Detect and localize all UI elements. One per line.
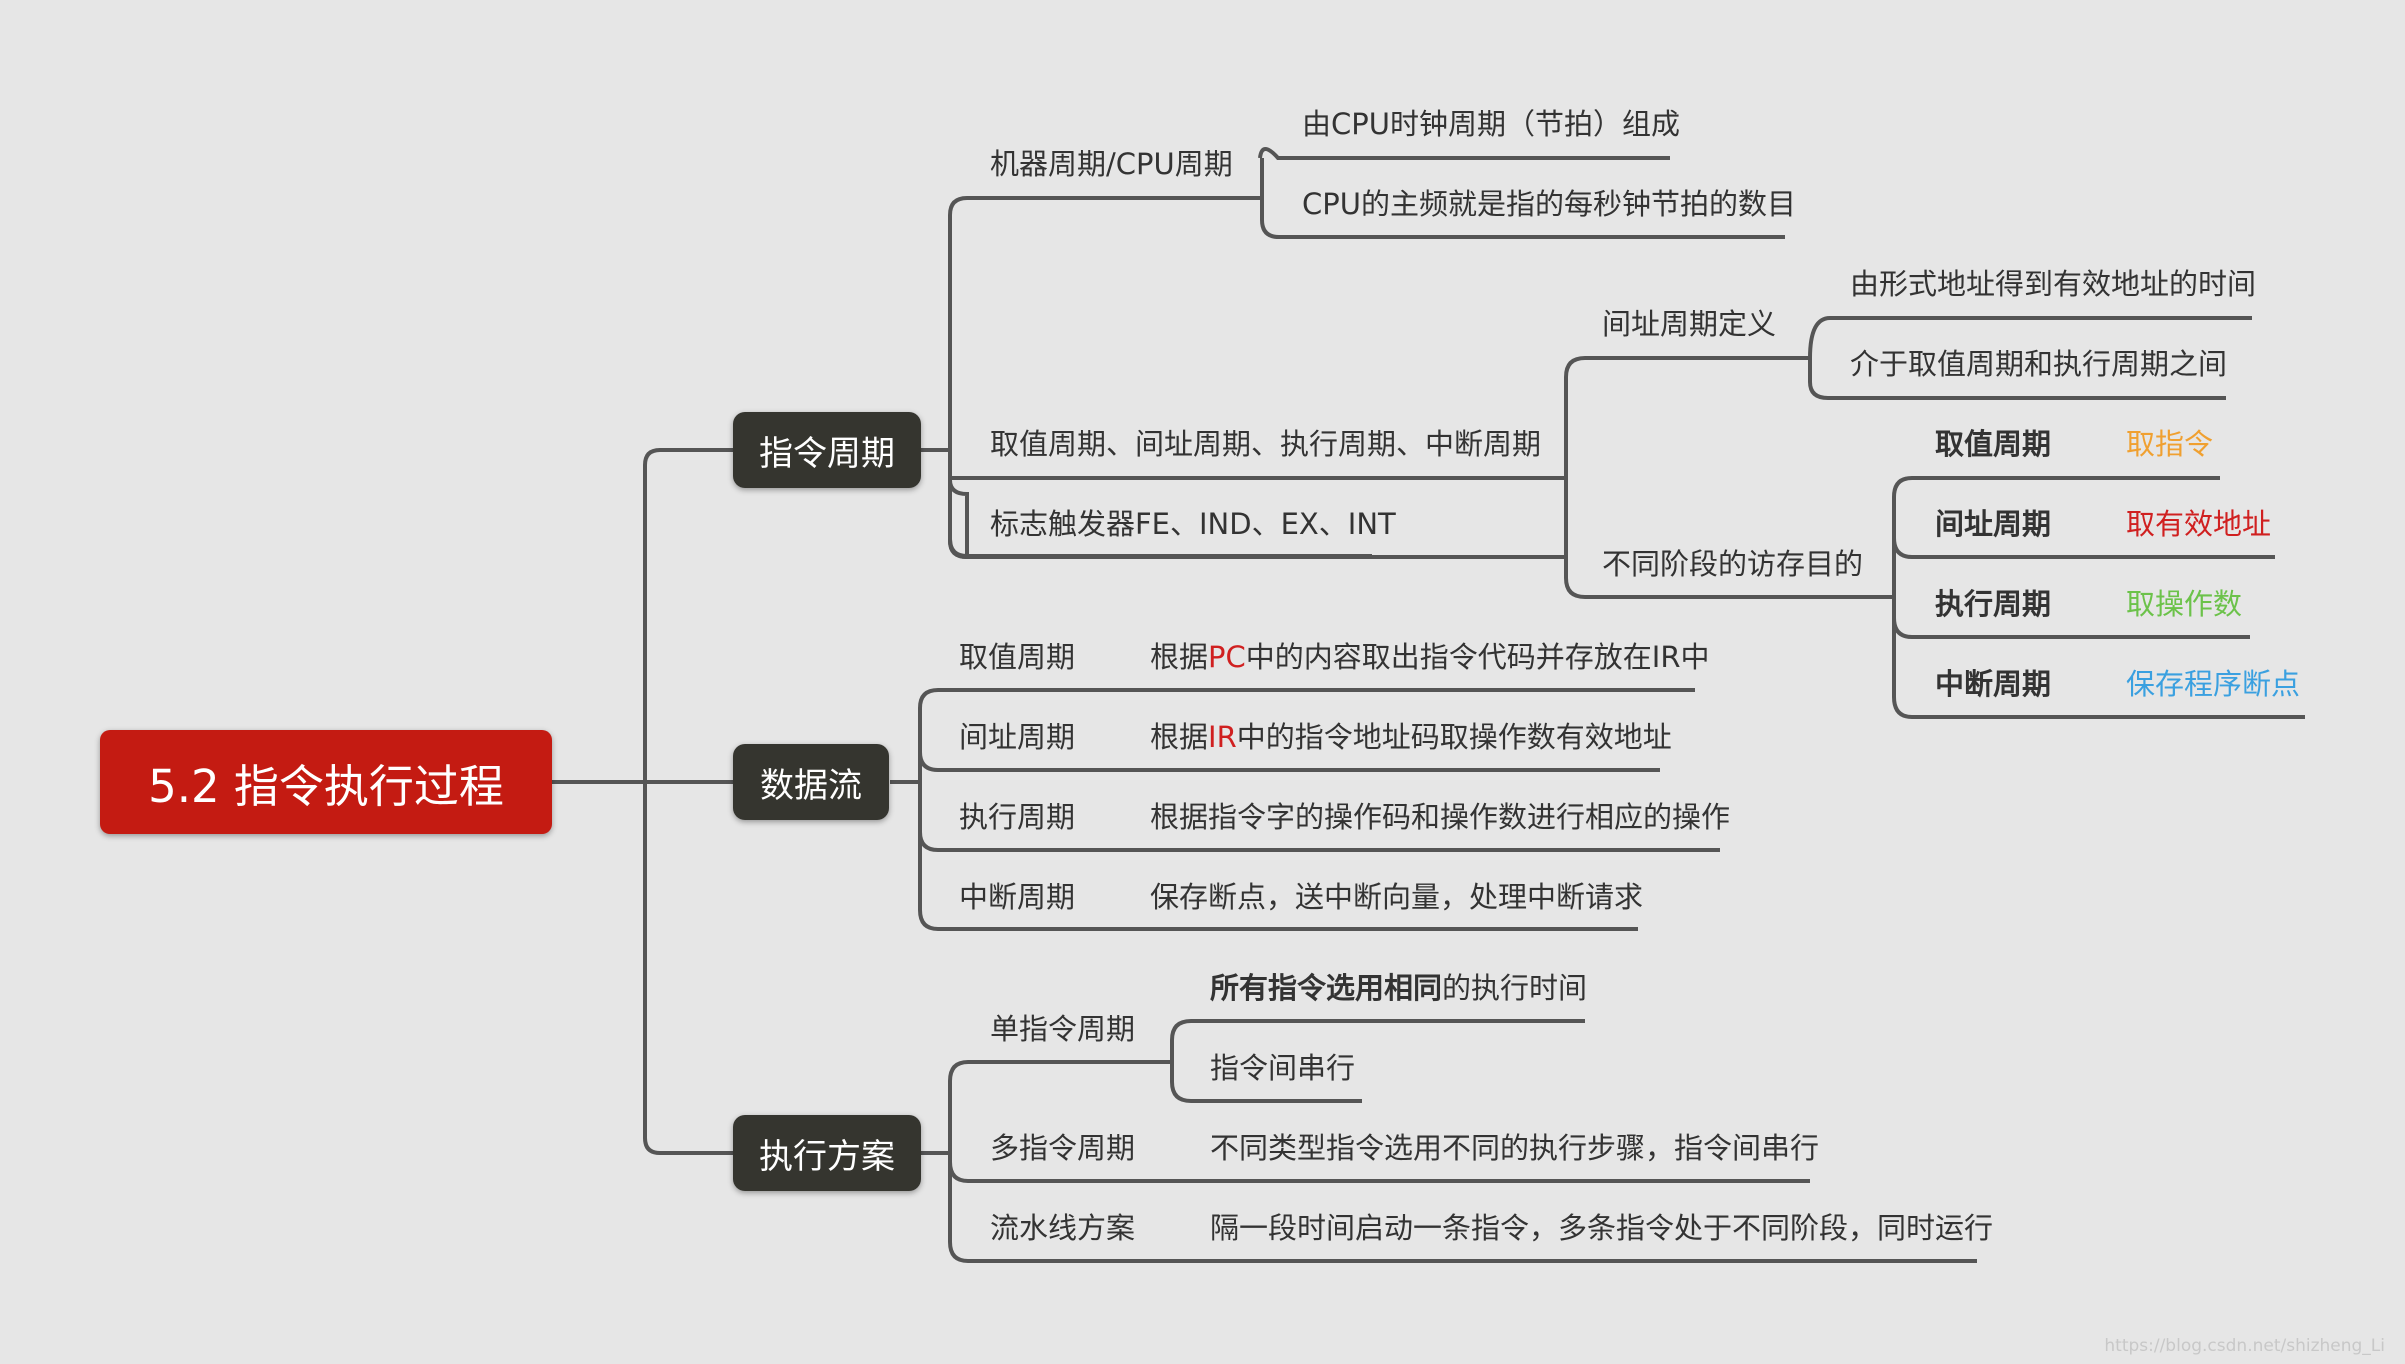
access-purpose-label[interactable]: 不同阶段的访存目的 (1602, 547, 1864, 581)
machine-cycle-item-1[interactable]: 由CPU时钟周期（节拍）组成 (1302, 107, 1680, 141)
root-node[interactable]: 5.2 指令执行过程 (100, 730, 552, 834)
node-instruction-cycle[interactable]: 指令周期 (733, 412, 921, 488)
dataflow-desc-execute[interactable]: 根据指令字的操作码和操作数进行相应的操作 (1150, 800, 1731, 834)
single-cycle-item-1[interactable]: 所有指令选用相同的执行时间 (1210, 971, 1588, 1005)
access-stage-indirect[interactable]: 间址周期 (1935, 507, 2052, 541)
machine-cycle-label[interactable]: 机器周期/CPU周期 (990, 147, 1233, 181)
indirect-def-item-2[interactable]: 介于取值周期和执行周期之间 (1850, 347, 2228, 381)
indirect-def-item-1[interactable]: 由形式地址得到有效地址的时间 (1850, 267, 2257, 301)
dataflow-stage-interrupt[interactable]: 中断周期 (959, 880, 1076, 914)
access-stage-execute[interactable]: 执行周期 (1935, 587, 2052, 621)
node-execution-scheme[interactable]: 执行方案 (733, 1115, 921, 1191)
pipeline-label[interactable]: 流水线方案 (990, 1211, 1136, 1245)
multi-cycle-label[interactable]: 多指令周期 (990, 1131, 1136, 1165)
pipeline-desc[interactable]: 隔一段时间启动一条指令，多条指令处于不同阶段，同时运行 (1210, 1211, 1994, 1245)
multi-cycle-desc[interactable]: 不同类型指令选用不同的执行步骤，指令间串行 (1210, 1131, 1820, 1165)
dataflow-desc-indirect[interactable]: 根据IR中的指令地址码取操作数有效地址 (1150, 720, 1672, 754)
access-stage-fetch[interactable]: 取值周期 (1935, 427, 2052, 461)
access-goal-execute[interactable]: 取操作数 (2126, 587, 2243, 621)
access-goal-fetch[interactable]: 取指令 (2126, 427, 2214, 461)
single-cycle-item-2[interactable]: 指令间串行 (1210, 1051, 1356, 1085)
node-dataflow[interactable]: 数据流 (733, 744, 889, 820)
indirect-def-label[interactable]: 间址周期定义 (1602, 307, 1777, 341)
machine-cycle-item-2[interactable]: CPU的主频就是指的每秒钟节拍的数目 (1302, 187, 1796, 221)
flag-triggers[interactable]: 标志触发器FE、IND、EX、INT (990, 507, 1396, 541)
dataflow-stage-fetch[interactable]: 取值周期 (959, 640, 1076, 674)
dataflow-stage-indirect[interactable]: 间址周期 (959, 720, 1076, 754)
dataflow-desc-fetch[interactable]: 根据PC中的内容取出指令代码并存放在IR中 (1150, 640, 1710, 674)
access-goal-indirect[interactable]: 取有效地址 (2126, 507, 2272, 541)
access-stage-interrupt[interactable]: 中断周期 (1935, 667, 2052, 701)
access-goal-interrupt[interactable]: 保存程序断点 (2126, 667, 2301, 701)
dataflow-stage-execute[interactable]: 执行周期 (959, 800, 1076, 834)
dataflow-desc-interrupt[interactable]: 保存断点，送中断向量，处理中断请求 (1150, 880, 1644, 914)
watermark: https://blog.csdn.net/shizheng_Li (2104, 1336, 2385, 1356)
cycles-list[interactable]: 取值周期、间址周期、执行周期、中断周期 (990, 427, 1542, 461)
single-cycle-label[interactable]: 单指令周期 (990, 1012, 1136, 1046)
